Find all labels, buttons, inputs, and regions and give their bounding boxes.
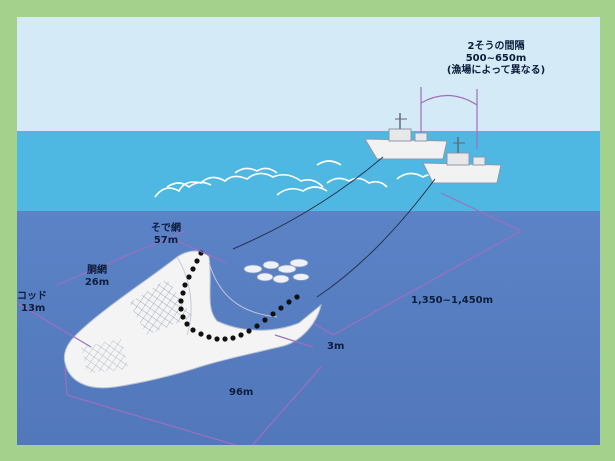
codend-length: 13m xyxy=(21,303,46,314)
fish-school xyxy=(243,258,310,284)
hane-ami-length: 26m xyxy=(84,277,110,288)
dimension-lines xyxy=(17,230,322,445)
codend-title: コッド xyxy=(17,291,47,302)
trawl-net xyxy=(63,250,322,389)
sode-ami-label: そで網 57m xyxy=(143,223,189,247)
sea-surface xyxy=(17,131,600,211)
tow-warps xyxy=(232,156,436,298)
boat-spacing-title: 2そうの間隔 xyxy=(467,41,525,52)
sode-ami-length: 57m xyxy=(153,235,179,246)
total-length-label: 96m xyxy=(229,387,254,398)
hane-ami-label: 胴網 26m xyxy=(77,265,117,289)
boat-spacing-note: (漁場によって異なる) xyxy=(446,65,546,76)
diagram-canvas xyxy=(17,17,600,445)
trawler-boat-right xyxy=(422,137,502,184)
boat-spacing-bracket xyxy=(420,87,478,149)
warp-measure-line xyxy=(312,192,522,336)
boat-spacing-label: 2そうの間隔 500~650m (漁場によって異なる) xyxy=(431,41,561,77)
hane-ami-title: 胴網 xyxy=(87,265,107,276)
codend-label: コッド 13m xyxy=(17,291,47,315)
mouth-height-label: 3m xyxy=(327,341,345,352)
trawl-diagram: 2そうの間隔 500~650m (漁場によって異なる) そで網 57m 胴網 2… xyxy=(17,17,600,445)
trawler-boat-left xyxy=(364,113,448,160)
sky xyxy=(17,17,600,131)
warp-length-label: 1,350~1,450m xyxy=(411,295,494,306)
sode-ami-title: そで網 xyxy=(151,223,181,234)
boat-spacing-range: 500~650m xyxy=(465,53,527,64)
